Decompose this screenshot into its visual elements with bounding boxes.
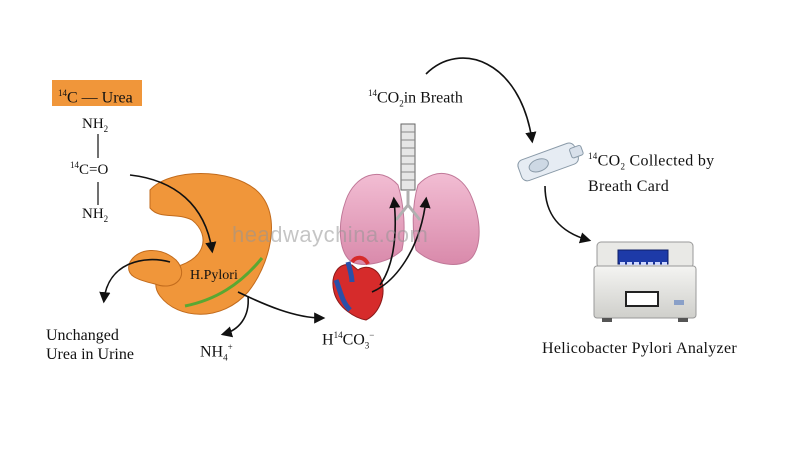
left-lung [339,173,405,265]
trachea-rings [401,131,415,181]
urea-isotope: 14 [58,88,67,98]
molecule-carbonyl: 14C=O [70,160,109,178]
ammonium-label: NH4+ [200,342,233,363]
molecule-nh2-top: NH2 [82,116,109,134]
analyzer-device [593,241,697,322]
breath-label: 14CO2in Breath [368,88,463,109]
arrow-urea-into-stomach [129,174,217,254]
breath-card-device [517,142,584,182]
arrow-heart-to-left-lung [379,196,401,286]
h-pylori-label: H.Pylori [190,268,238,283]
watermark-text: headwaychina.com [232,222,429,247]
arrow-to-ammonium [220,295,249,338]
arrow-breath-to-card [425,57,537,144]
heart-vessels-blue [333,261,355,312]
h-pylori-green-line [184,257,264,308]
right-lung [412,172,480,265]
molecule-nh2-bottom: NH2 [82,206,109,224]
heart-top-vessel [350,255,370,266]
arrow-to-urine [99,258,171,304]
bicarbonate-label: H14CO3− [322,330,375,351]
analyzer-label: Helicobacter Pylori Analyzer [542,340,737,357]
breath-card-label: 14CO2 Collected by Breath Card [588,151,715,195]
arrow-heart-to-right-lung [371,196,431,293]
urea-label: C — Urea [67,89,133,107]
urea-label-box: 14C — Urea [52,80,142,106]
arrow-to-bicarbonate [237,291,326,324]
arrow-card-to-analyzer [544,185,592,244]
urine-label: Unchanged Urea in Urine [46,327,134,363]
bronchi [394,190,422,221]
stomach-lower-lobe [128,250,182,287]
